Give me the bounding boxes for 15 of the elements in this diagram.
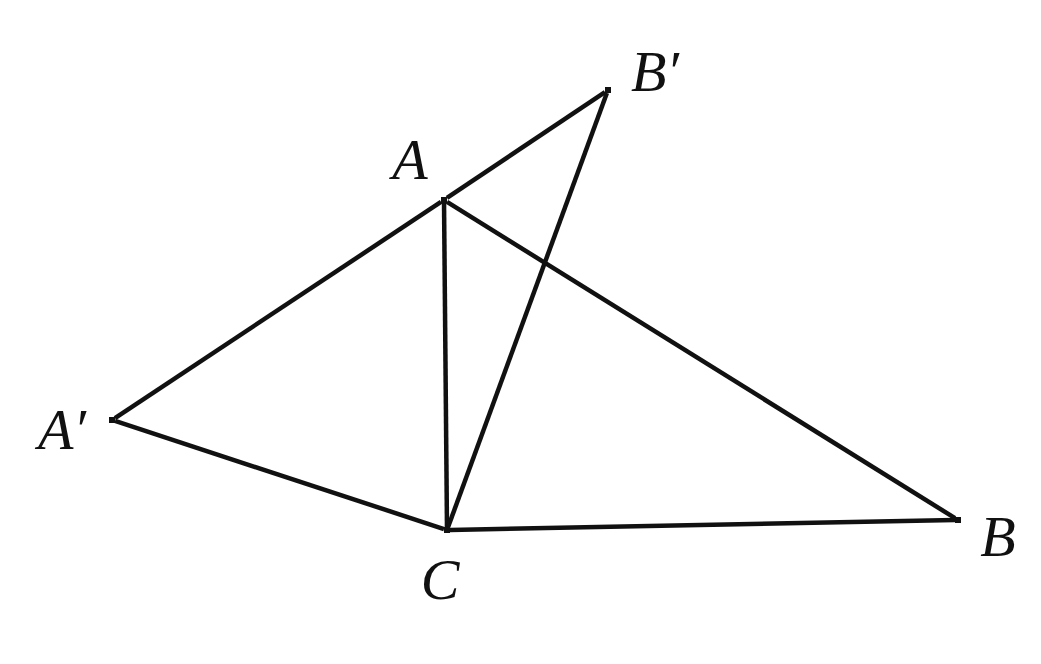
line-segment [441,203,450,527]
vertex-point [441,197,447,203]
line-segment [445,90,607,200]
vertex-point [605,87,611,93]
line-segment [445,199,957,521]
vertex-label: B [980,508,1016,566]
line-segment [114,418,445,532]
line-segment [113,200,443,420]
vertex-point [955,517,961,523]
line-segment [449,517,956,533]
line-segment [446,92,609,528]
vertex-label: C [420,551,460,609]
vertex-label: B′ [630,43,680,101]
vertex-label: A′ [37,401,87,459]
vertex-point [109,417,115,423]
